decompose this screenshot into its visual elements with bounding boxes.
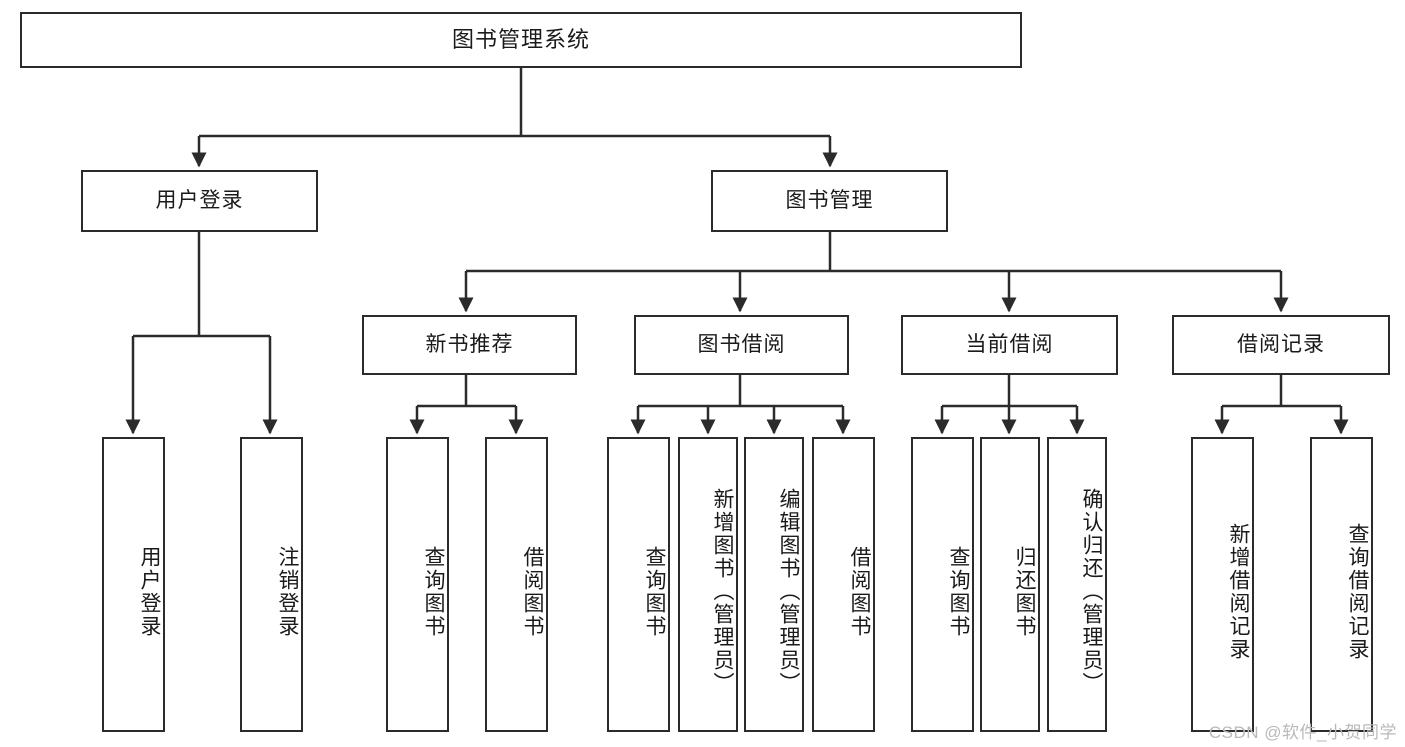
leaf-book-borrow-edit[interactable]: 编辑图书（管理员） bbox=[744, 437, 804, 732]
node-borrow-records[interactable]: 借阅记录 bbox=[1172, 315, 1390, 375]
node-new-book-recommend-label: 新书推荐 bbox=[425, 333, 514, 357]
leaf-label: 确认归还（管理员） bbox=[1080, 488, 1103, 695]
node-current-borrow-label: 当前借阅 bbox=[965, 333, 1054, 357]
leaf-current-borrow-query[interactable]: 查询图书 bbox=[911, 437, 974, 732]
node-root-label: 图书管理系统 bbox=[451, 26, 590, 52]
leaf-book-borrow-query[interactable]: 查询图书 bbox=[607, 437, 670, 732]
leaf-borrow-records-query[interactable]: 查询借阅记录 bbox=[1310, 437, 1373, 732]
node-book-borrow[interactable]: 图书借阅 bbox=[634, 315, 849, 375]
leaf-current-borrow-confirm-return[interactable]: 确认归还（管理员） bbox=[1047, 437, 1107, 732]
leaf-label: 用户登录 bbox=[138, 545, 161, 638]
csdn-watermark: CSDN @软件_小贺同学 bbox=[1208, 723, 1397, 742]
leaf-label: 借阅图书 bbox=[848, 545, 871, 638]
node-user-login[interactable]: 用户登录 bbox=[81, 170, 318, 232]
leaf-new-book-borrow[interactable]: 借阅图书 bbox=[485, 437, 548, 732]
leaf-new-book-query[interactable]: 查询图书 bbox=[386, 437, 449, 732]
leaf-label: 新增图书（管理员） bbox=[711, 488, 734, 695]
node-book-manage-label: 图书管理 bbox=[785, 189, 874, 213]
node-borrow-records-label: 借阅记录 bbox=[1237, 333, 1325, 357]
node-root-system[interactable]: 图书管理系统 bbox=[20, 12, 1022, 68]
leaf-book-borrow-add[interactable]: 新增图书（管理员） bbox=[678, 437, 738, 732]
leaf-label: 注销登录 bbox=[276, 545, 299, 638]
leaf-label: 新增借阅记录 bbox=[1227, 522, 1250, 661]
node-new-book-recommend[interactable]: 新书推荐 bbox=[362, 315, 577, 375]
node-current-borrow[interactable]: 当前借阅 bbox=[901, 315, 1118, 375]
node-book-manage[interactable]: 图书管理 bbox=[711, 170, 948, 232]
leaf-current-borrow-return[interactable]: 归还图书 bbox=[980, 437, 1040, 732]
leaf-label: 编辑图书（管理员） bbox=[777, 488, 800, 695]
node-book-borrow-label: 图书借阅 bbox=[697, 333, 786, 357]
leaf-label: 归还图书 bbox=[1013, 545, 1036, 638]
leaf-label: 查询借阅记录 bbox=[1346, 522, 1369, 661]
leaf-label: 查询图书 bbox=[643, 545, 666, 638]
leaf-label: 查询图书 bbox=[422, 545, 445, 638]
node-user-login-label: 用户登录 bbox=[155, 189, 244, 213]
leaf-user-login-logout[interactable]: 注销登录 bbox=[240, 437, 303, 732]
leaf-book-borrow-borrow[interactable]: 借阅图书 bbox=[812, 437, 875, 732]
leaf-label: 借阅图书 bbox=[521, 545, 544, 638]
leaf-user-login-login[interactable]: 用户登录 bbox=[102, 437, 165, 732]
leaf-label: 查询图书 bbox=[947, 545, 970, 638]
leaf-borrow-records-add[interactable]: 新增借阅记录 bbox=[1191, 437, 1254, 732]
